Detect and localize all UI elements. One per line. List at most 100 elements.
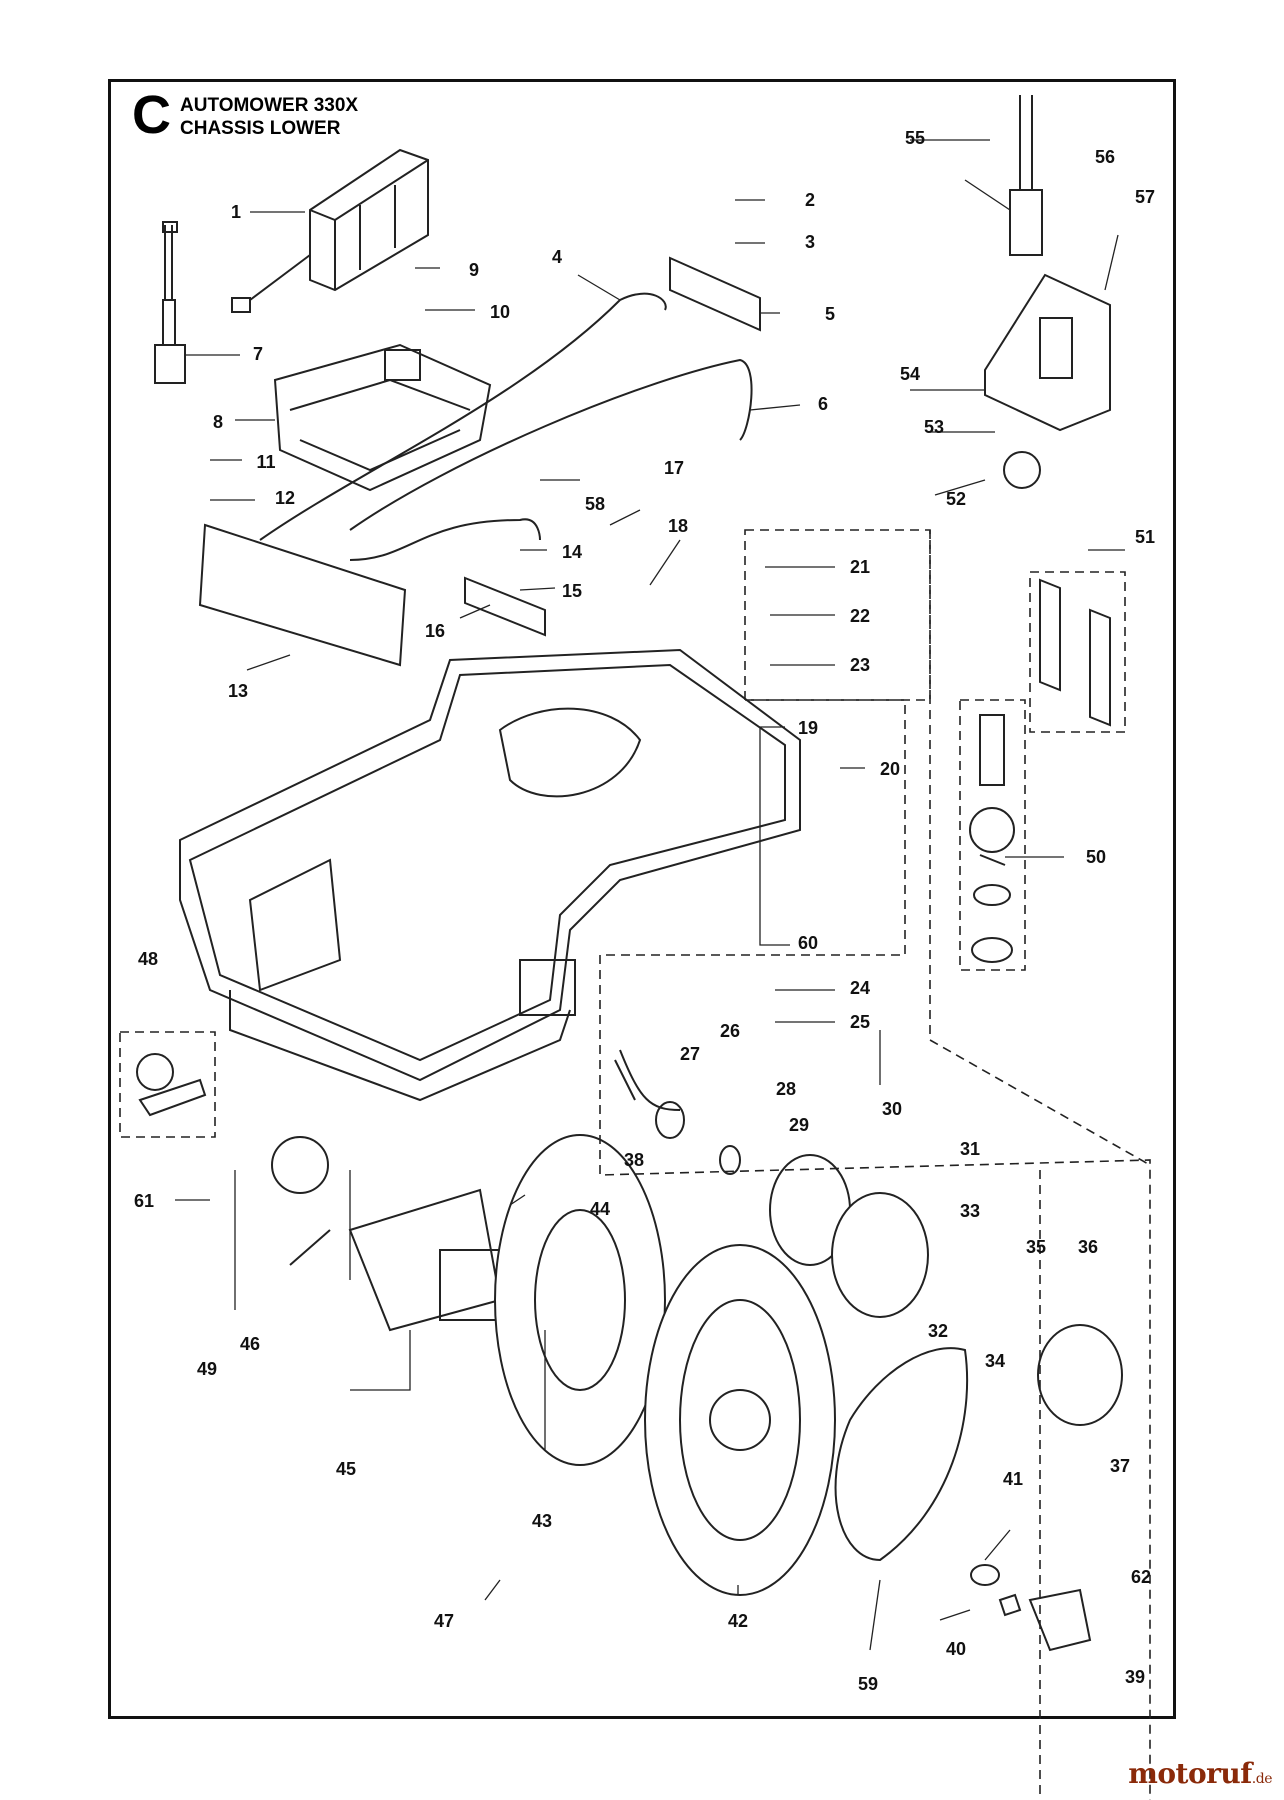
callout-42: 42 xyxy=(728,1611,748,1631)
wheel-motor xyxy=(271,1136,502,1332)
callout-44: 44 xyxy=(590,1199,610,1219)
callout-26: 26 xyxy=(720,1021,740,1041)
callout-58: 58 xyxy=(585,494,605,514)
part-drawings xyxy=(119,95,1151,1800)
wheel-disc-43 xyxy=(494,1134,666,1466)
leader-lines xyxy=(175,139,1125,1651)
battery-pack xyxy=(231,148,429,313)
callout-2: 2 xyxy=(805,190,815,210)
callout-5: 5 xyxy=(825,304,835,324)
seal-48 xyxy=(136,1053,174,1091)
callout-11: 11 xyxy=(256,452,275,472)
callout-51: 51 xyxy=(1135,527,1155,547)
cable-6 xyxy=(349,358,753,531)
washer-41 xyxy=(970,1564,1000,1586)
callout-1: 1 xyxy=(231,202,241,222)
callout-57: 57 xyxy=(1135,187,1155,207)
model-name: AUTOMOWER 330X xyxy=(180,95,359,116)
callout-54: 54 xyxy=(900,364,920,384)
bracket-16 xyxy=(464,576,546,637)
callout-4: 4 xyxy=(552,247,562,267)
watermark-tld: .de xyxy=(1251,1771,1273,1787)
callout-61: 61 xyxy=(134,1191,154,1211)
callout-39: 39 xyxy=(1125,1667,1145,1687)
callout-10: 10 xyxy=(490,302,510,322)
circuit-board xyxy=(198,523,407,667)
drive-wheel-group xyxy=(614,1049,1123,1426)
section-letter: C xyxy=(132,85,171,145)
callout-60: 60 xyxy=(798,933,818,953)
callout-3: 3 xyxy=(805,232,815,252)
callout-34: 34 xyxy=(985,1351,1005,1371)
cable-4 xyxy=(259,292,667,541)
callout-32: 32 xyxy=(928,1321,948,1341)
callout-18: 18 xyxy=(668,516,688,536)
callout-52: 52 xyxy=(946,489,966,509)
gear-52 xyxy=(1003,451,1041,489)
tyre-42 xyxy=(644,1244,836,1596)
callout-22: 22 xyxy=(850,606,870,626)
height-motor-housing xyxy=(984,95,1111,489)
callout-43: 43 xyxy=(532,1511,552,1531)
callout-12: 12 xyxy=(275,488,295,508)
callout-31: 31 xyxy=(960,1139,980,1159)
callout-17: 17 xyxy=(664,458,684,478)
callout-45: 45 xyxy=(336,1459,356,1479)
callout-59: 59 xyxy=(858,1674,878,1694)
hub-cap-59 xyxy=(834,1347,969,1562)
callout-28: 28 xyxy=(776,1079,796,1099)
battery-connector xyxy=(154,221,186,384)
callout-25: 25 xyxy=(850,1012,870,1032)
diagram-title: AUTOMOWER 330X CHASSIS LOWER xyxy=(180,94,358,140)
callout-8: 8 xyxy=(213,412,223,432)
callout-9: 9 xyxy=(469,260,479,280)
pin-38 xyxy=(614,1049,681,1111)
callout-14: 14 xyxy=(562,542,582,562)
guide-rails xyxy=(1039,578,1111,727)
callout-47: 47 xyxy=(434,1611,454,1631)
cable-58 xyxy=(349,518,541,561)
lower-chassis xyxy=(179,648,801,1102)
motor-56 xyxy=(1009,189,1043,256)
callout-55: 55 xyxy=(905,128,925,148)
callout-30: 30 xyxy=(882,1099,902,1119)
drawing-frame xyxy=(108,79,1176,1719)
callout-49: 49 xyxy=(197,1359,217,1379)
bracket-5 xyxy=(669,256,761,332)
callout-15: 15 xyxy=(562,581,582,601)
callout-62: 62 xyxy=(1131,1567,1151,1587)
callout-50: 50 xyxy=(1086,847,1106,867)
callout-7: 7 xyxy=(253,344,263,364)
callout-24: 24 xyxy=(850,978,870,998)
callout-19: 19 xyxy=(798,718,818,738)
cap-39 xyxy=(1028,1588,1092,1652)
callout-16: 16 xyxy=(425,621,445,641)
callout-23: 23 xyxy=(850,655,870,675)
callout-41: 41 xyxy=(1003,1469,1023,1489)
callout-56: 56 xyxy=(1095,147,1115,167)
callout-38: 38 xyxy=(624,1150,644,1170)
part-callouts: 1234567891011121314151617181920212223242… xyxy=(134,128,1155,1694)
section-subtitle: CHASSIS LOWER xyxy=(180,118,341,139)
callout-35: 35 xyxy=(1026,1237,1046,1257)
callout-37: 37 xyxy=(1110,1456,1130,1476)
callout-46: 46 xyxy=(240,1334,260,1354)
callout-53: 53 xyxy=(924,417,944,437)
callout-20: 20 xyxy=(880,759,900,779)
callout-6: 6 xyxy=(818,394,828,414)
gear-assembly xyxy=(969,714,1015,963)
callout-27: 27 xyxy=(680,1044,700,1064)
electronics-housing xyxy=(273,343,492,492)
watermark-logo: motoruf.de xyxy=(1128,1757,1272,1790)
callout-36: 36 xyxy=(1078,1237,1098,1257)
group-outlines xyxy=(119,529,1151,1800)
callout-29: 29 xyxy=(789,1115,809,1135)
callout-48: 48 xyxy=(138,949,158,969)
callout-40: 40 xyxy=(946,1639,966,1659)
nut-40 xyxy=(998,1593,1022,1617)
callout-21: 21 xyxy=(850,557,870,577)
watermark-name: motoruf xyxy=(1128,1757,1252,1790)
callout-33: 33 xyxy=(960,1201,980,1221)
callout-13: 13 xyxy=(228,681,248,701)
